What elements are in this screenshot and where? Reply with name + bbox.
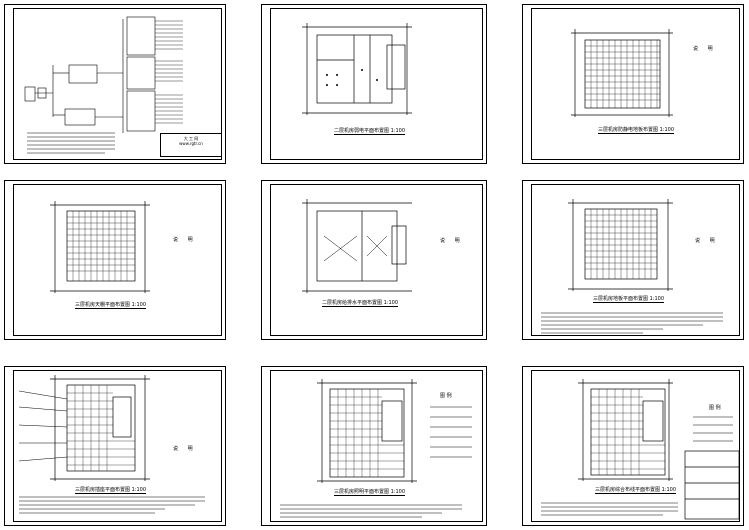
floor-plan (50, 201, 150, 293)
sheet-frame (13, 8, 222, 160)
sheet-title: 三层机房综合布线平面布置图 1:100 (595, 487, 677, 494)
sheet-frame (270, 370, 483, 522)
floor-plan (302, 23, 412, 115)
notes-heading: 说 明 (440, 238, 464, 244)
sheet-frame (531, 8, 740, 160)
drawing-sheet-2[interactable]: 二层机房弱电平面布置图 1:100 (261, 4, 487, 164)
notes-heading: 说 明 (173, 446, 197, 452)
floor-plan (302, 199, 412, 293)
floor-plan (541, 199, 723, 334)
sheet-frame (270, 184, 483, 336)
sheet-frame (13, 370, 222, 522)
legend-heading: 图 例 (709, 405, 721, 411)
sheet-frame (531, 370, 740, 522)
sheet-frame (531, 184, 740, 336)
sheet-title: 二层机房弱电平面布置图 1:100 (334, 128, 405, 135)
sheet-title: 三层机房防静电地板布置图 1:100 (598, 127, 674, 134)
drawing-sheet-9[interactable]: 图 例 三层机房综合布线平面布置图 1:100 (522, 366, 744, 526)
notes-heading: 说 明 (693, 46, 717, 52)
notes-heading: 说 明 (695, 238, 719, 244)
floor-plan (571, 29, 673, 117)
sheet-title: 三层机房地板平面布置图 1:100 (593, 296, 664, 303)
drawing-sheet-1[interactable]: 大 工 网 www.rgtr.cn (4, 4, 226, 164)
sheet-frame (270, 8, 483, 160)
single-line-diagram (24, 16, 183, 154)
drawing-sheet-7[interactable]: 说 明 三层机房插座平面布置图 1:100 (4, 366, 226, 526)
sheet-title: 二层机房给排水平面布置图 1:100 (322, 300, 398, 307)
stamp-subtitle: www.rgtr.cn (179, 141, 203, 146)
sheet-title: 三层机房插座平面布置图 1:100 (75, 487, 146, 494)
floor-plan (18, 375, 205, 514)
legend-heading: 图 例 (440, 393, 452, 399)
drawing-sheet-5[interactable]: 说 明 二层机房给排水平面布置图 1:100 (261, 180, 487, 340)
sheet-frame (13, 184, 222, 336)
drawing-sheet-8[interactable]: 图 例 三层机房照明平面布置图 1:100 (261, 366, 487, 526)
drawing-sheet-6[interactable]: 说 明 三层机房地板平面布置图 1:100 (522, 180, 744, 340)
drawing-sheet-4[interactable]: 说 明 三层机房天棚平面布置图 1:100 (4, 180, 226, 340)
floor-plan (280, 379, 472, 518)
stamp-title: 大 工 网 (183, 136, 199, 141)
title-block: 大 工 网 www.rgtr.cn (160, 133, 222, 157)
notes-heading: 说 明 (173, 237, 197, 243)
floor-plan (541, 379, 740, 520)
sheet-title: 三层机房照明平面布置图 1:100 (334, 489, 405, 496)
drawing-sheet-3[interactable]: 说 明 三层机房防静电地板布置图 1:100 (522, 4, 744, 164)
sheet-title: 三层机房天棚平面布置图 1:100 (75, 302, 146, 309)
